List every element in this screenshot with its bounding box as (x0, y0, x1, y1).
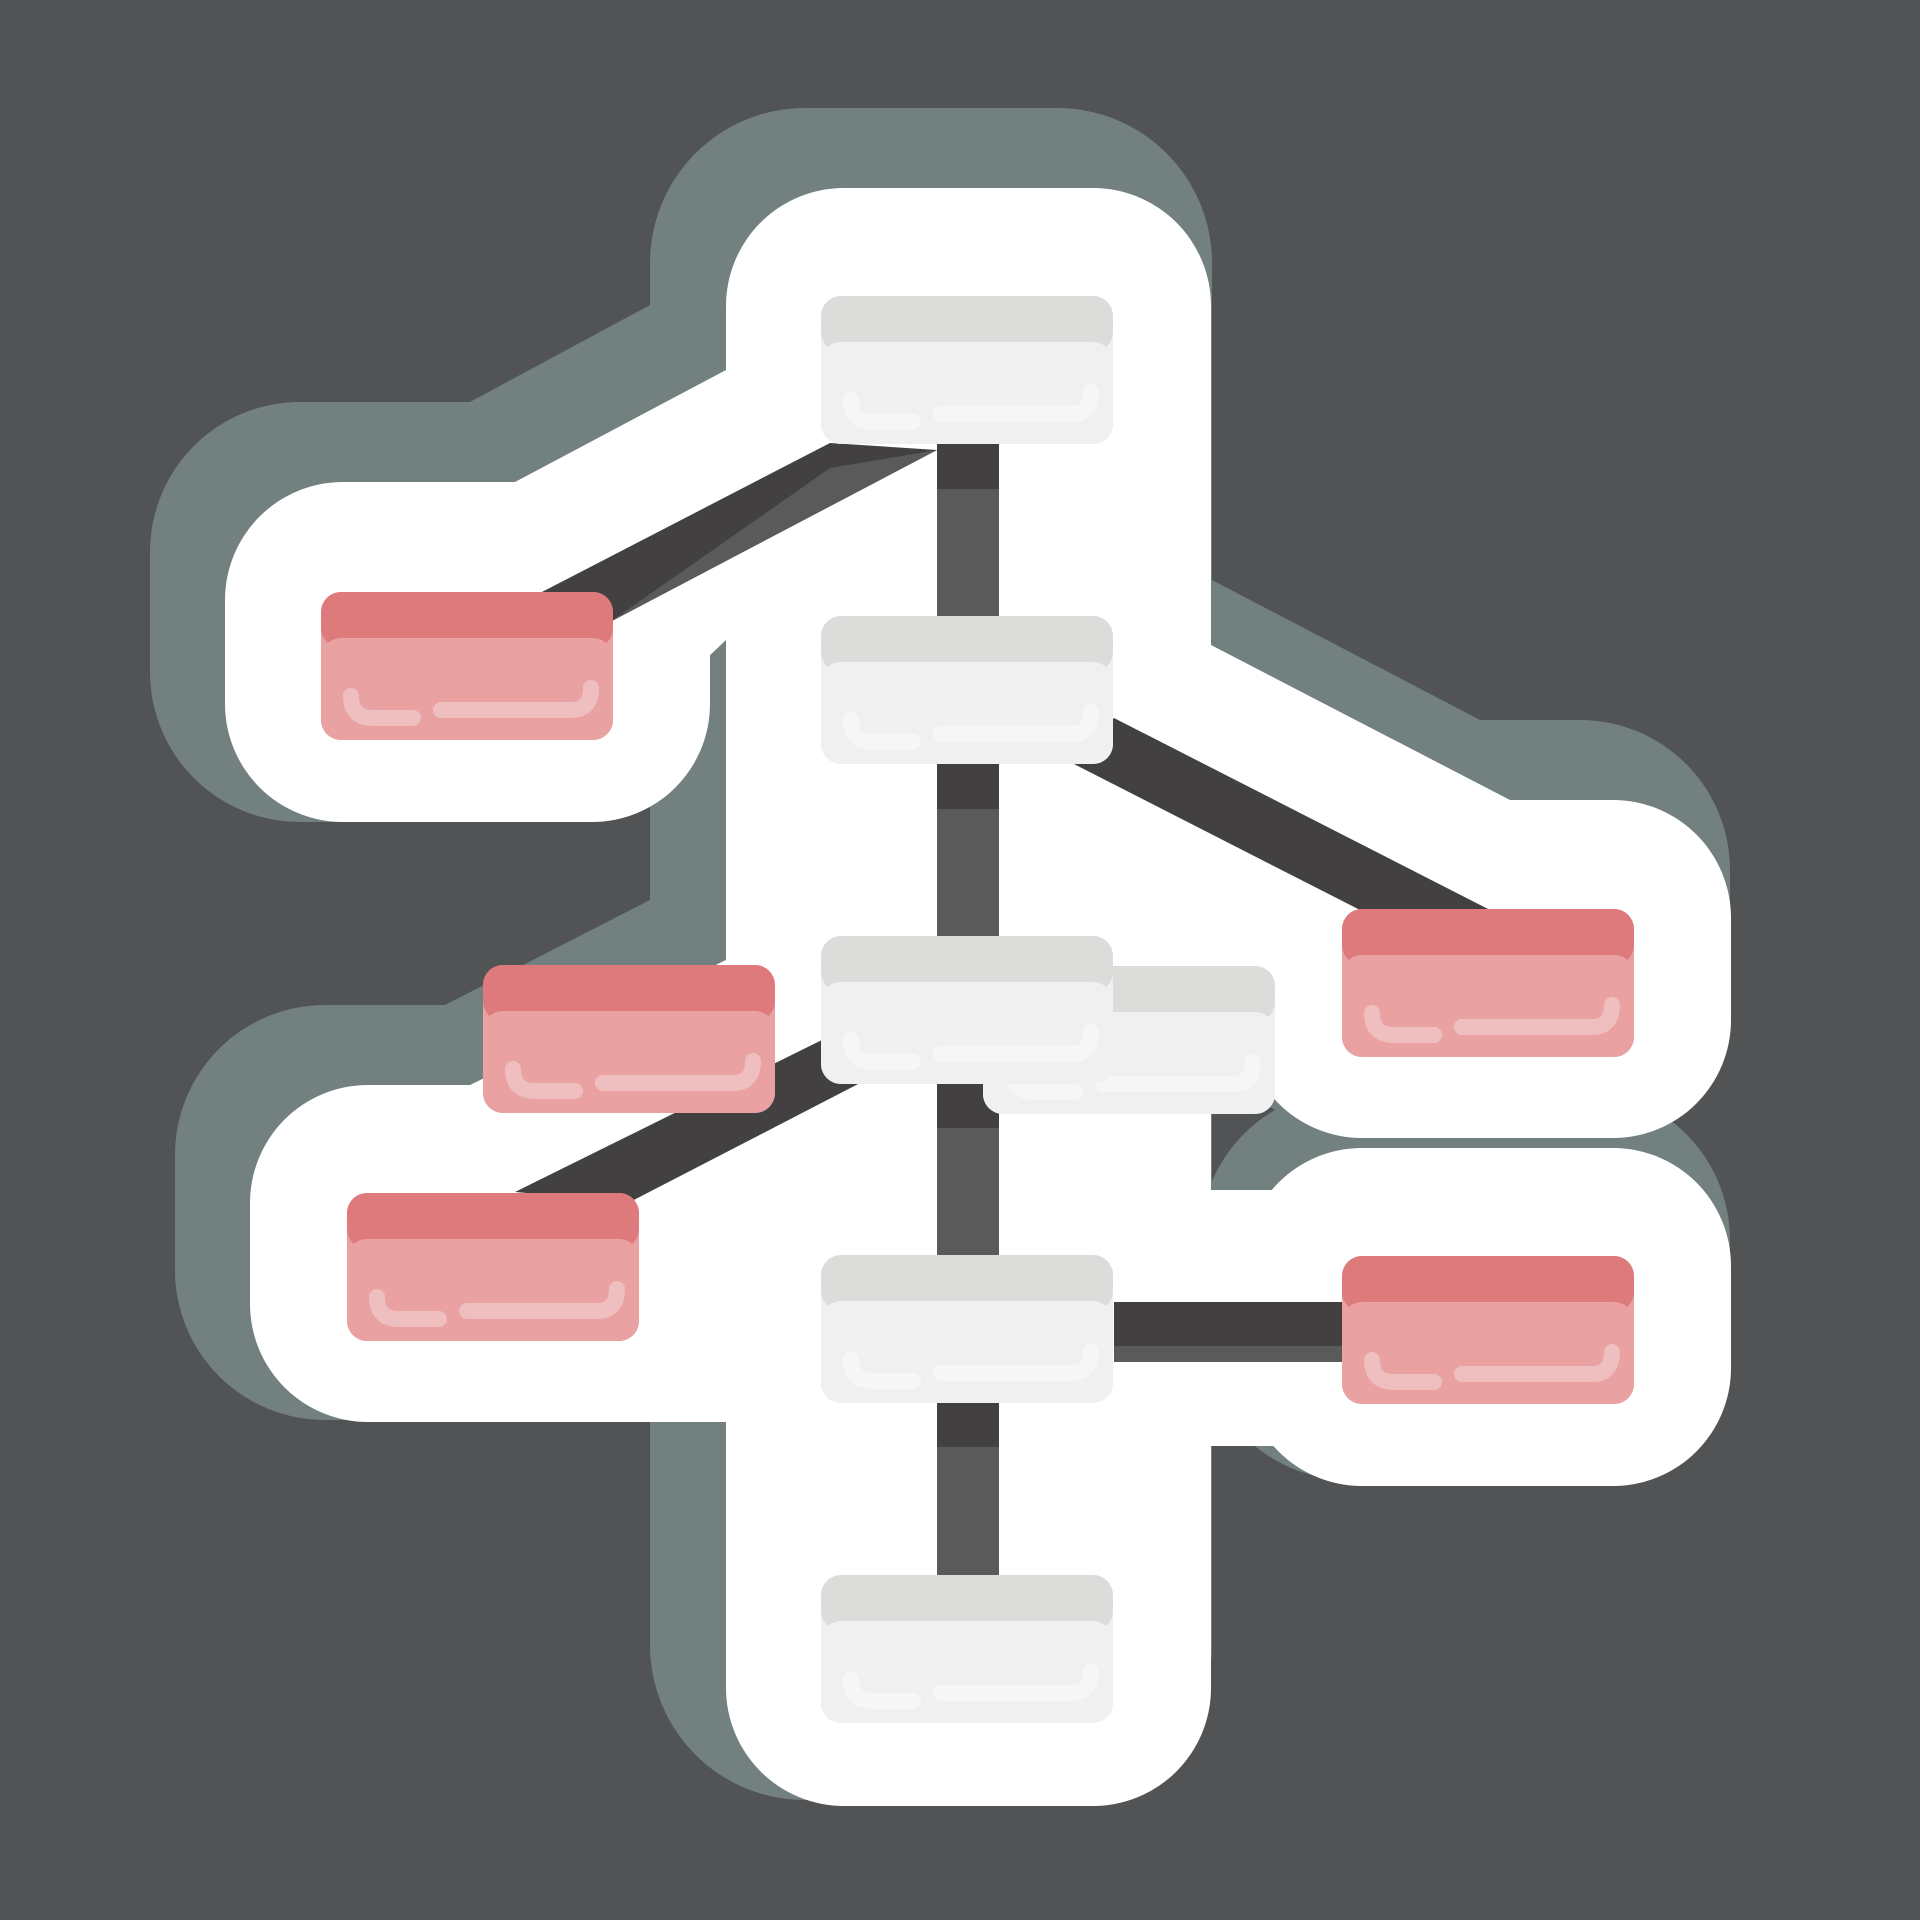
connector-right-upper (1070, 718, 1490, 910)
branch-left-top (321, 592, 613, 740)
branch-right-lower (1342, 1256, 1634, 1404)
branch-right-upper (1342, 909, 1634, 1057)
connector-right-lower (1114, 1302, 1344, 1346)
node-1 (821, 296, 1113, 444)
node-2 (821, 616, 1113, 764)
branch-left-lower (347, 1193, 639, 1341)
node-3 (821, 936, 1113, 1084)
node-4 (821, 1255, 1113, 1403)
connector-left-lower (515, 1036, 862, 1202)
node-5 (821, 1575, 1113, 1723)
branch-left-stacked-back (483, 965, 775, 1113)
